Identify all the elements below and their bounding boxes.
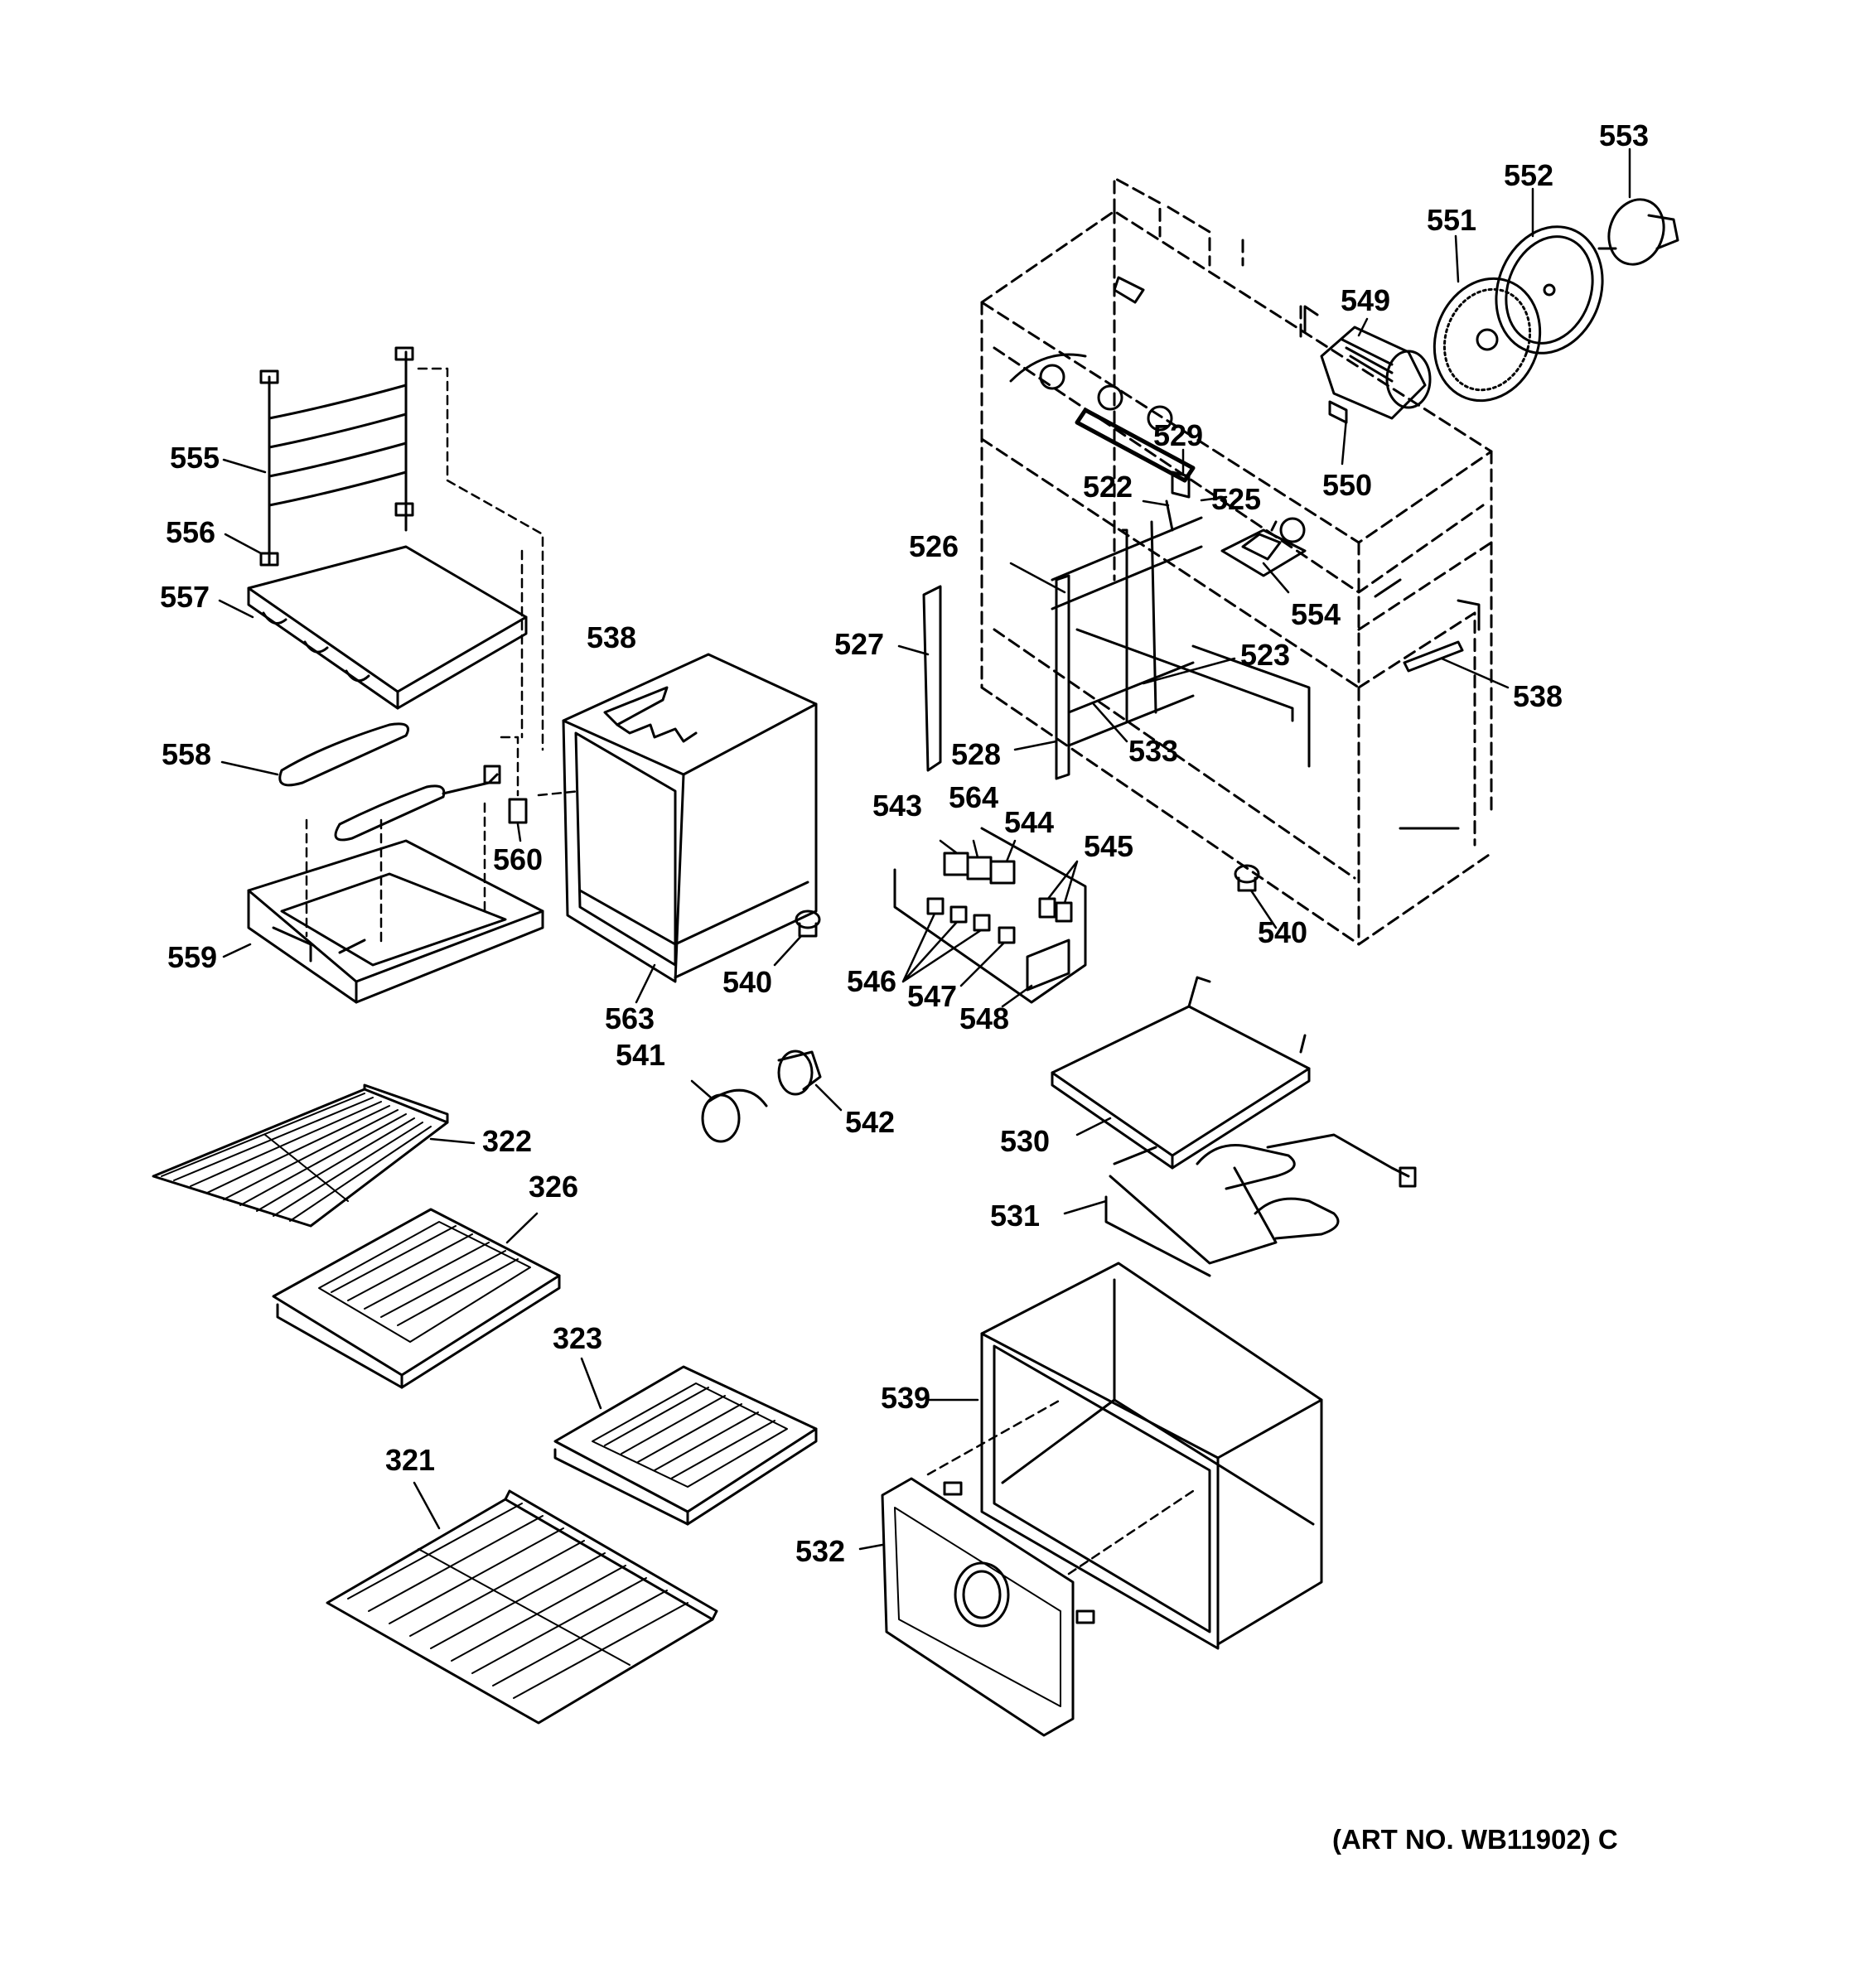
part-label-547: 547 <box>907 979 958 1013</box>
art-number: (ART NO. WB11902) C <box>1332 1824 1618 1855</box>
part-label-549: 549 <box>1341 283 1391 317</box>
part-556-clip <box>259 552 279 567</box>
part-label-540-right: 540 <box>1258 915 1308 949</box>
part-label-560: 560 <box>493 842 544 876</box>
part-label-525: 525 <box>1211 482 1262 516</box>
part-label-545: 545 <box>1084 829 1134 863</box>
part-label-532: 532 <box>795 1534 846 1568</box>
part-label-528: 528 <box>951 737 1002 771</box>
part-label-322: 322 <box>482 1124 533 1158</box>
part-label-551: 551 <box>1427 203 1477 237</box>
part-532-rear-panel <box>881 1477 1095 1737</box>
oven-body-frame <box>980 176 1493 946</box>
part-557-broil-element-cover <box>247 545 528 710</box>
part-326-broiler-pan <box>272 1208 561 1389</box>
part-label-529: 529 <box>1153 418 1204 452</box>
part-555-rack-guides <box>259 346 414 565</box>
part-563-upper-oven-liner <box>562 653 818 983</box>
part-550-bracket <box>1328 400 1348 424</box>
part-label-533: 533 <box>1128 734 1179 768</box>
part-label-546: 546 <box>847 964 897 998</box>
part-553-fan-motor <box>1597 198 1679 266</box>
part-label-530: 530 <box>1000 1124 1051 1158</box>
part-538-right-bracket <box>1403 640 1464 673</box>
part-label-544: 544 <box>1004 805 1055 839</box>
part-540-right-socket <box>1234 864 1260 892</box>
part-549-blower-housing <box>1303 305 1432 420</box>
part-label-538-left: 538 <box>587 620 637 654</box>
part-527-side-rail <box>922 585 942 772</box>
part-label-556: 556 <box>166 515 216 549</box>
part-543-548-control-board <box>893 827 1087 1004</box>
part-label-323: 323 <box>553 1321 603 1355</box>
part-323-broiler-grid <box>553 1365 818 1526</box>
part-321-oven-rack <box>326 1489 718 1725</box>
part-label-321: 321 <box>385 1443 436 1477</box>
part-label-541: 541 <box>616 1038 666 1072</box>
leader-lines <box>218 147 1631 1551</box>
part-560-terminal-block <box>508 798 528 824</box>
part-label-526: 526 <box>909 529 959 563</box>
part-label-552: 552 <box>1504 158 1554 192</box>
part-label-523: 523 <box>1240 638 1291 672</box>
part-558-bake-element <box>278 722 501 842</box>
part-label-563: 563 <box>605 1001 655 1035</box>
part-530-element-cover <box>1051 976 1311 1170</box>
part-label-550: 550 <box>1322 468 1373 502</box>
part-559-tray <box>247 839 544 1004</box>
part-541-542-oven-lamp <box>701 1049 822 1143</box>
part-label-531: 531 <box>990 1199 1041 1233</box>
alignment-lines-left <box>305 367 582 946</box>
part-label-326: 326 <box>529 1170 579 1204</box>
oven-body-details <box>1009 276 1481 830</box>
part-label-543: 543 <box>872 789 923 823</box>
alignment-lines-lower <box>926 1398 1195 1575</box>
part-322-oven-rack <box>152 1083 449 1228</box>
part-label-542: 542 <box>845 1105 896 1139</box>
part-label-538-right: 538 <box>1513 679 1563 713</box>
part-label-522: 522 <box>1083 470 1133 504</box>
part-label-548: 548 <box>959 1001 1010 1035</box>
part-label-527: 527 <box>834 627 885 661</box>
part-label-539: 539 <box>881 1381 931 1415</box>
part-label-553: 553 <box>1599 118 1650 152</box>
part-552-fan-blade <box>1495 225 1604 355</box>
part-label-554: 554 <box>1291 597 1341 631</box>
part-label-564: 564 <box>949 780 999 814</box>
part-label-559: 559 <box>167 940 218 974</box>
part-label-558: 558 <box>162 737 212 771</box>
part-label-557: 557 <box>160 580 210 614</box>
part-554-thermostat <box>1220 520 1307 577</box>
part-label-540-left: 540 <box>722 965 773 999</box>
part-539-lower-oven-liner <box>980 1262 1323 1650</box>
part-529-bracket <box>1171 470 1191 499</box>
part-label-555: 555 <box>170 441 220 475</box>
part-531-bake-element <box>1104 1133 1417 1277</box>
part-551-fan-wheel <box>1433 277 1542 403</box>
part-540-left-socket <box>795 910 821 938</box>
